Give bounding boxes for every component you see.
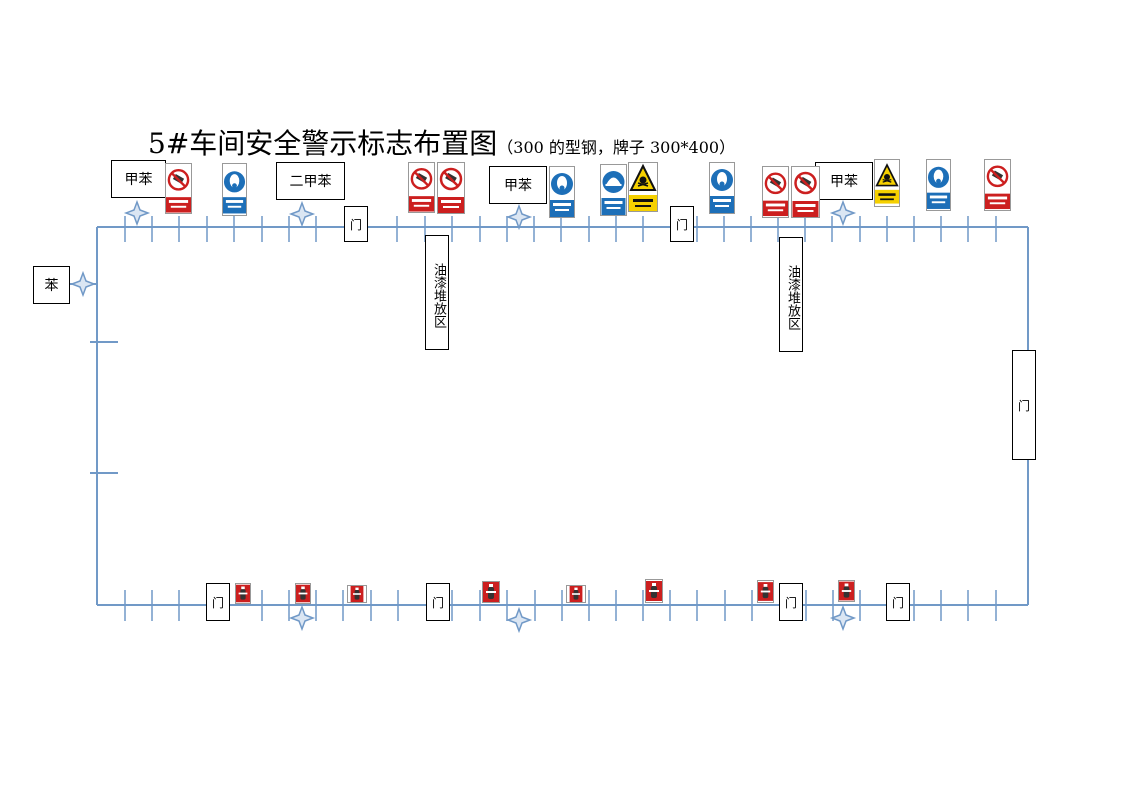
door-right: 门 xyxy=(1012,350,1036,460)
label-toluene-2: 甲苯 xyxy=(489,166,547,204)
door-bottom-3: 门 xyxy=(779,583,803,621)
paint-storage-zone-2: 油漆堆放区 xyxy=(779,237,803,352)
fire-extinguisher-sign-icon xyxy=(295,583,311,604)
detector-star-icon xyxy=(123,199,151,227)
door-top-2: 门 xyxy=(670,206,694,242)
fire-extinguisher-sign-icon xyxy=(347,585,367,603)
detector-star-icon xyxy=(829,199,857,227)
detector-star-icon xyxy=(288,200,316,228)
fire-extinguisher-sign-icon xyxy=(566,585,586,603)
title-note: （300 的型钢，牌子 300*400） xyxy=(497,138,736,157)
title-main: 5#车间安全警示标志布置图 xyxy=(148,127,498,160)
no-smoking-sign-icon xyxy=(791,166,820,218)
label-xylene: 二甲苯 xyxy=(276,162,345,200)
detector-star-icon xyxy=(829,604,857,632)
label-toluene-3: 甲苯 xyxy=(815,162,873,200)
door-bottom-4: 门 xyxy=(886,583,910,621)
door-bottom-2: 门 xyxy=(426,583,450,621)
detector-stars xyxy=(69,199,857,634)
door-top-1: 门 xyxy=(344,206,368,242)
no-fire-sign-icon xyxy=(408,162,435,213)
fire-extinguisher-sign-icon xyxy=(838,580,855,602)
detector-star-icon xyxy=(69,270,97,298)
page-title: 5#车间安全警示标志布置图（300 的型钢，牌子 300*400） xyxy=(148,122,735,162)
fire-extinguisher-sign-icon xyxy=(482,581,500,603)
paint-storage-zone-1: 油漆堆放区 xyxy=(425,235,449,350)
fire-extinguisher-sign-icon xyxy=(235,583,251,604)
top-steel-posts xyxy=(124,216,997,242)
no-smoking-sign-icon xyxy=(984,159,1011,211)
label-benzene: 苯 xyxy=(33,266,70,304)
door-bottom-1: 门 xyxy=(206,583,230,621)
no-fire-sign-icon xyxy=(762,166,789,218)
workshop-wall xyxy=(70,226,1029,606)
fire-extinguisher-sign-icon xyxy=(757,580,774,603)
toxic-warning-sign-icon xyxy=(874,159,900,207)
toxic-warning-sign-icon xyxy=(628,162,658,212)
gas-mask-sign-icon xyxy=(709,162,735,214)
detector-star-icon xyxy=(505,606,533,634)
gas-mask-sign-icon xyxy=(222,163,247,216)
label-toluene-1: 甲苯 xyxy=(111,160,166,198)
detector-star-icon xyxy=(505,203,533,231)
bottom-steel-posts xyxy=(124,590,997,621)
detector-star-icon xyxy=(288,604,316,632)
gas-mask-sign-icon xyxy=(549,166,575,218)
helmet-sign-icon xyxy=(600,164,627,216)
gas-mask-sign-icon xyxy=(926,159,951,211)
no-smoking-sign-icon xyxy=(437,162,465,214)
no-smoking-sign-icon xyxy=(165,163,192,214)
fire-extinguisher-sign-icon xyxy=(645,579,663,603)
